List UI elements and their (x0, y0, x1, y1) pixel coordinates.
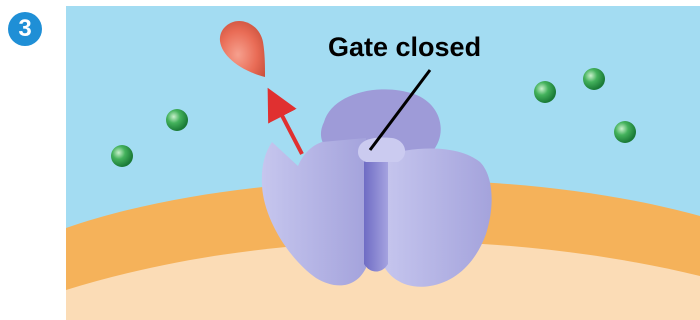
step-number-badge: 3 (8, 12, 42, 46)
channel-scene: Gate closed (66, 6, 700, 320)
channel-gate (358, 138, 405, 162)
ion-particle (534, 81, 556, 103)
channel-pore (364, 156, 388, 272)
ion-particle (111, 145, 133, 167)
ion-particle (583, 68, 605, 90)
gate-closed-label: Gate closed (328, 32, 481, 62)
ion-particle (166, 109, 188, 131)
ion-particle (614, 121, 636, 143)
